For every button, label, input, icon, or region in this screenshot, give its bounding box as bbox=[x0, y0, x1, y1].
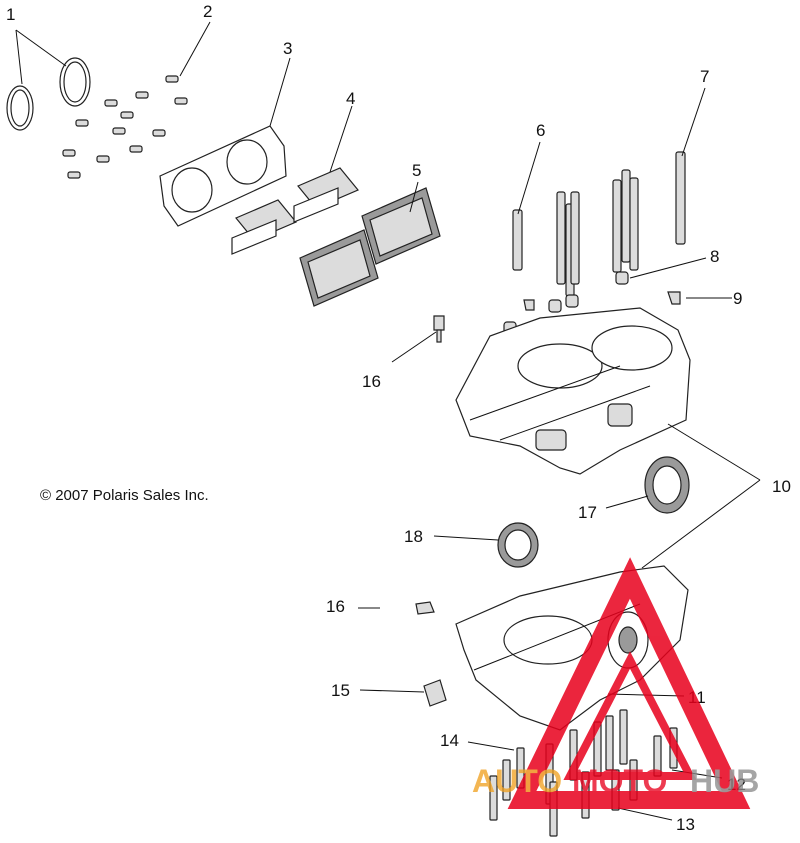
leader-lines bbox=[15, 21, 761, 821]
callout-8: 8 bbox=[710, 247, 719, 266]
oil-seals bbox=[497, 456, 690, 568]
callout-14: 14 bbox=[440, 731, 459, 750]
callout-9: 9 bbox=[733, 289, 742, 308]
small-bolts bbox=[415, 315, 447, 707]
watermark-text-auto: AUTO bbox=[472, 763, 562, 799]
callout-16-upper: 16 bbox=[362, 372, 381, 391]
callout-2: 2 bbox=[203, 2, 212, 21]
dowel-pins bbox=[512, 151, 686, 297]
callout-16-lower: 16 bbox=[326, 597, 345, 616]
callout-4: 4 bbox=[346, 89, 355, 108]
watermark-triangle-inner bbox=[563, 651, 697, 780]
callout-15: 15 bbox=[331, 681, 350, 700]
copyright-text: © 2007 Polaris Sales Inc. bbox=[40, 487, 209, 504]
callout-5: 5 bbox=[412, 161, 421, 180]
callout-18: 18 bbox=[404, 527, 423, 546]
upper-crankcase bbox=[455, 307, 691, 475]
callout-7: 7 bbox=[700, 67, 709, 86]
screw-set bbox=[62, 75, 188, 179]
watermark-logo: AUTO MOTO HUB bbox=[472, 557, 759, 809]
callout-13: 13 bbox=[676, 815, 695, 834]
reed-valve bbox=[299, 187, 441, 307]
callout-6: 6 bbox=[536, 121, 545, 140]
reed-cage bbox=[231, 167, 359, 255]
lower-crankcase bbox=[455, 565, 689, 731]
callout-1: 1 bbox=[6, 5, 15, 24]
callout-3: 3 bbox=[283, 39, 292, 58]
watermark-text-moto: MOTO bbox=[572, 763, 667, 799]
watermark-triangle-outer bbox=[507, 557, 751, 809]
clamp-rings bbox=[6, 57, 91, 131]
callout-10: 10 bbox=[772, 477, 791, 496]
callout-17: 17 bbox=[578, 503, 597, 522]
intake-gasket bbox=[159, 125, 287, 227]
watermark-text-hub: HUB bbox=[690, 763, 759, 799]
callout-numbers: 1 2 3 4 5 6 7 8 9 10 11 12 13 14 15 16 1… bbox=[6, 2, 791, 834]
